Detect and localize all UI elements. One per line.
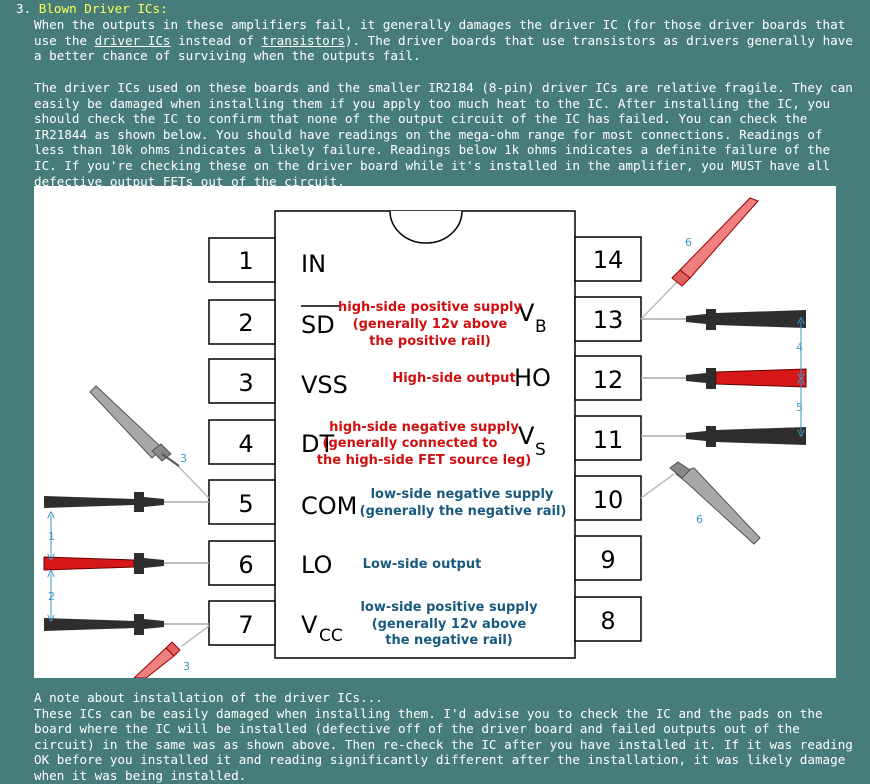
ic-notch: [389, 210, 463, 244]
black-probe-left-2: [44, 614, 209, 635]
ic-pinout-diagram: 1 2 3 4 5 6 7 14 13 12 11 10 9 8 IN SD V…: [34, 186, 836, 678]
sd-note-2: (generally 12v above: [353, 317, 508, 332]
dt-note-2: (generally connected to: [323, 436, 498, 451]
left-pin-5: 5: [208, 479, 276, 525]
pink-probe-right: [640, 197, 759, 320]
measure-label-4: 4: [796, 341, 803, 354]
svg-text:6: 6: [238, 551, 253, 579]
svg-text:9: 9: [600, 546, 615, 574]
installation-note-title: A note about installation of the driver …: [34, 690, 383, 705]
svg-text:1: 1: [238, 247, 253, 275]
testing-paragraph: The driver ICs used on these boards and …: [34, 80, 853, 189]
svg-text:8: 8: [600, 607, 615, 635]
dt-note-3: the high-side FET source leg): [317, 453, 531, 468]
svg-text:14: 14: [593, 246, 624, 274]
signal-vs: V: [518, 422, 535, 450]
right-pin-8: 8: [574, 596, 642, 642]
signal-dt: DT: [301, 430, 334, 458]
vcc-note-1: low-side positive supply: [360, 600, 538, 615]
sd-note-3: the positive rail): [369, 334, 491, 349]
driver-ics-link[interactable]: driver ICs: [94, 32, 171, 48]
section-heading: 3. Blown Driver ICs:: [16, 1, 168, 17]
grey-probe-right: [640, 461, 761, 545]
svg-text:12: 12: [593, 366, 624, 394]
measure-label-1: 1: [48, 530, 55, 543]
left-pin-1: 1: [208, 237, 276, 283]
dt-note-1: high-side negative supply: [329, 420, 519, 435]
measure-label-6b: 6: [696, 513, 703, 526]
measure-label-3b: 3: [183, 660, 190, 673]
right-pin-12: 12: [574, 355, 642, 401]
transistors-link[interactable]: transistors: [261, 32, 345, 48]
vcc-note-2: (generally 12v above: [372, 617, 527, 632]
left-pin-6: 6: [208, 540, 276, 586]
vcc-note-3: the negative rail): [385, 633, 513, 648]
com-note-1: low-side negative supply: [371, 487, 554, 502]
red-probe-left: [43, 553, 209, 574]
signal-vs-sub: S: [535, 440, 546, 460]
svg-text:3: 3: [238, 369, 253, 397]
left-pin-4: 4: [208, 419, 276, 465]
com-note-2: (generally the negative rail): [360, 504, 567, 519]
signal-vb-sub: B: [535, 317, 547, 337]
signal-sd: SD: [301, 311, 335, 339]
installation-note-body: These ICs can be easily damaged when ins…: [34, 705, 853, 783]
left-pin-7: 7: [208, 600, 276, 646]
measure-label-2: 2: [48, 590, 55, 603]
grey-probe-left: [89, 385, 210, 499]
svg-text:13: 13: [593, 306, 624, 334]
signal-in: IN: [301, 250, 326, 278]
intro-text-3: ). The driver boards that use transistor…: [34, 32, 853, 64]
right-pin-9: 9: [574, 535, 642, 581]
measure-label-6a: 6: [685, 236, 692, 249]
svg-text:5: 5: [238, 490, 253, 518]
signal-ho: HO: [514, 364, 551, 392]
signal-vcc-sub: CC: [319, 626, 343, 646]
installation-note: A note about installation of the driver …: [34, 690, 860, 784]
right-pin-14: 14: [574, 236, 642, 282]
svg-text:10: 10: [593, 486, 624, 514]
black-probe-right: [641, 309, 806, 330]
right-pin-11: 11: [574, 415, 642, 461]
sd-note-1: high-side positive supply: [338, 300, 522, 315]
right-pin-10: 10: [574, 475, 642, 521]
signal-lo: LO: [301, 551, 332, 579]
ic-body: [274, 210, 576, 659]
section-number: 3.: [16, 1, 32, 16]
intro-text-2: instead of: [170, 32, 262, 48]
signal-vss: VSS: [301, 371, 348, 399]
left-pin-3: 3: [208, 358, 276, 404]
svg-text:7: 7: [238, 611, 253, 639]
black-probe-left: [44, 492, 209, 512]
signal-vcc: V: [301, 611, 318, 639]
intro-text-1: When the outputs in these amplifiers fai…: [34, 17, 846, 48]
intro-paragraph: When the outputs in these amplifiers fai…: [34, 17, 860, 64]
red-probe-right: [641, 368, 807, 389]
svg-text:4: 4: [238, 430, 253, 458]
measure-label-5: 5: [796, 401, 803, 414]
svg-text:11: 11: [593, 426, 624, 454]
ho-note: High-side output: [392, 371, 515, 386]
pink-probe-left: [133, 625, 210, 678]
svg-text:2: 2: [238, 309, 253, 337]
black-probe-right-2: [641, 426, 806, 447]
measure-label-3a: 3: [180, 452, 187, 465]
signal-vb: V: [518, 299, 535, 327]
right-pin-13: 13: [574, 296, 642, 342]
signal-com: COM: [301, 492, 357, 520]
lo-note: Low-side output: [363, 557, 482, 572]
section-title: Blown Driver ICs:: [38, 1, 168, 16]
left-pin-2: 2: [208, 299, 276, 345]
